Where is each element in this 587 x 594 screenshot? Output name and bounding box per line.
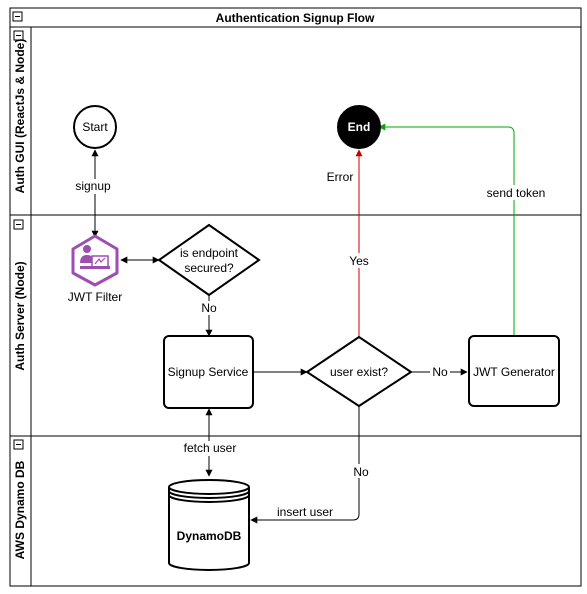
lane-label-auth-server: Auth Server (Node)	[13, 261, 27, 370]
edge-label-no-insert: No	[353, 465, 369, 479]
lane-label-auth-gui: Auth GUI (ReactJs & Node)	[13, 39, 27, 194]
edge-label-error: Error	[327, 170, 354, 184]
node-jwt-generator[interactable]: JWT Generator	[468, 335, 560, 407]
database-icon	[168, 487, 250, 571]
edge-exist-to-db	[250, 406, 360, 524]
node-user-exist[interactable]: user exist?	[305, 335, 413, 408]
node-dynamodb-label: DynamoDB	[177, 529, 242, 543]
node-end[interactable]: End	[337, 105, 381, 149]
pool-border	[9, 7, 582, 587]
node-endpoint-secured[interactable]: is endpoint secured?	[157, 223, 261, 297]
edge-label-no-secured: No	[201, 301, 217, 315]
node-dynamodb[interactable]: DynamoDB	[168, 479, 250, 571]
node-endpoint-secured-line2: secured?	[184, 261, 234, 275]
filter-user-icon	[71, 234, 119, 287]
edge-label-insert-user: insert user	[277, 505, 333, 519]
edge-label-send-token: send token	[487, 186, 546, 200]
lane-3-collapse-icon[interactable]	[13, 439, 24, 450]
node-endpoint-secured-line1: is endpoint	[180, 246, 239, 260]
node-jwt-filter-label: JWT Filter	[68, 290, 122, 304]
node-start-label: Start	[82, 120, 108, 134]
node-user-exist-label: user exist?	[330, 365, 388, 379]
edge-jwtgen-to-end	[378, 123, 515, 336]
node-jwt-generator-label: JWT Generator	[473, 365, 555, 379]
node-jwt-filter[interactable]: JWT Filter	[68, 234, 122, 304]
edge-label-fetch-user: fetch user	[184, 441, 237, 455]
node-signup-service[interactable]: Signup Service	[163, 335, 254, 409]
edge-label-yes: Yes	[349, 254, 369, 268]
lane-1-collapse-icon[interactable]	[13, 30, 24, 41]
lane-label-dynamo: AWS Dynamo DB	[13, 460, 27, 559]
lane-2-collapse-icon[interactable]	[13, 219, 24, 230]
node-end-label: End	[348, 120, 371, 134]
edge-label-no-exist: No	[432, 365, 448, 379]
edge-label-signup: signup	[75, 179, 111, 193]
diagram-title: Authentication Signup Flow	[216, 11, 375, 25]
node-start[interactable]: Start	[73, 105, 117, 149]
node-signup-service-label: Signup Service	[168, 365, 249, 379]
title-collapse-icon[interactable]	[12, 11, 23, 22]
